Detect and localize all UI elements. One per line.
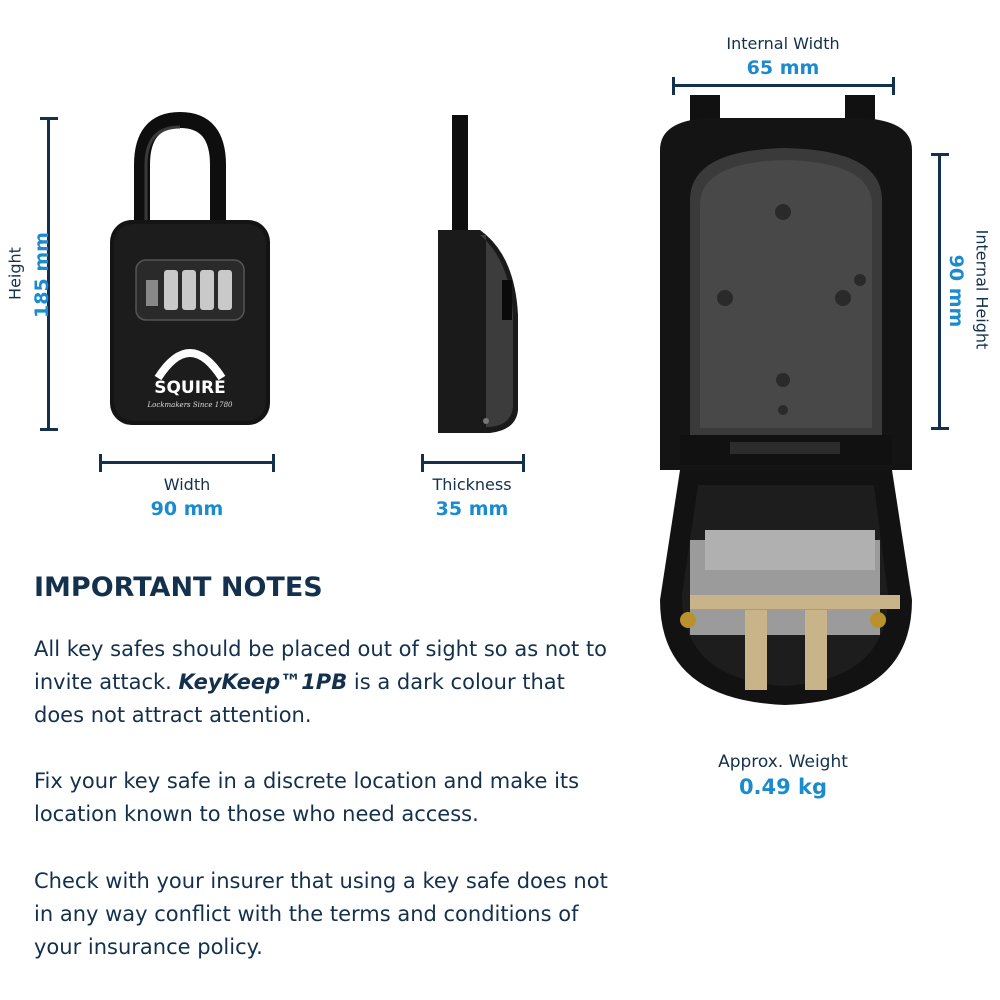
key-safe-open-image (660, 95, 912, 705)
notes-p1-after: is a dark colour that does not attract a… (34, 670, 565, 727)
notes-paragraph-2: Fix your key safe in a discrete location… (34, 769, 580, 826)
notes-title: IMPORTANT NOTES (34, 572, 323, 603)
internal-height-label: Internal Height (972, 229, 992, 350)
thickness-cap-right (522, 454, 525, 472)
thickness-label: Thickness (432, 475, 512, 494)
thickness-bar (421, 461, 525, 464)
key-safe-front-image: SQUIRE Lockmakers Since 1780 (110, 111, 270, 425)
internal-height-cap-bottom (931, 427, 949, 430)
key-safe-side-image (438, 115, 518, 433)
width-bar (99, 461, 275, 464)
width-label: Width (163, 475, 211, 494)
internal-height-bar (938, 153, 941, 430)
internal-width-cap-right (892, 77, 895, 95)
width-cap-right (272, 454, 275, 472)
thickness-value: 35 mm (435, 498, 509, 520)
internal-width-value: 65 mm (746, 57, 820, 79)
weight-value: 0.49 kg (738, 775, 828, 799)
notes-paragraph-3: Check with your insurer that using a key… (34, 869, 608, 959)
height-cap-bottom (40, 428, 58, 431)
product-name: KeyKeep™1PB (178, 670, 348, 694)
notes-paragraph-1: All key safes should be placed out of si… (34, 633, 614, 732)
height-label: Height (5, 247, 25, 300)
brand-tagline: Lockmakers Since 1780 (146, 401, 233, 409)
height-bar (47, 117, 50, 431)
internal-height-value: 90 mm (945, 254, 967, 328)
brand-logo-text: SQUIRE (154, 378, 226, 398)
width-value: 90 mm (150, 498, 224, 520)
notes-p1-before: All key safes should be placed out of si… (34, 637, 607, 694)
internal-width-bar (672, 84, 895, 87)
internal-width-label: Internal Width (726, 34, 840, 53)
height-value: 185 mm (31, 232, 53, 318)
weight-label: Approx. Weight (718, 752, 848, 772)
